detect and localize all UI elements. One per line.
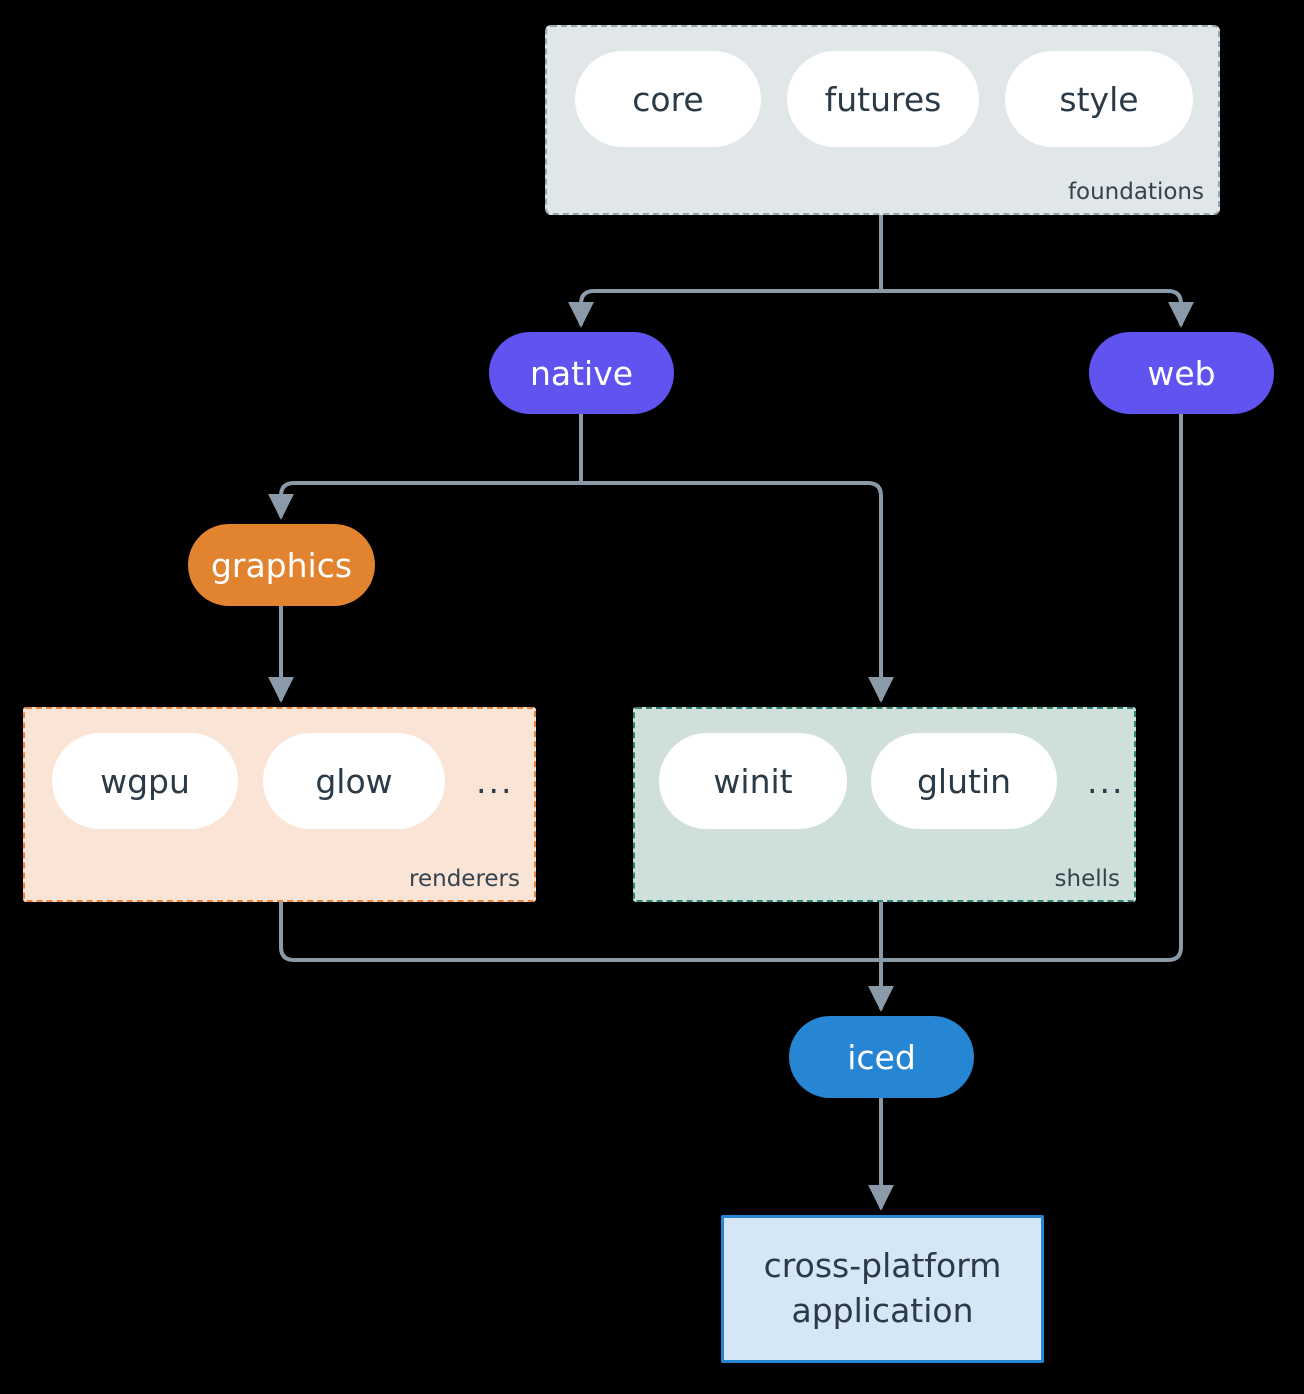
- shells-chip-row: winit glutin ...: [659, 733, 1130, 829]
- group-foundations: core futures style foundations: [545, 25, 1220, 215]
- chip-core-label: core: [632, 79, 704, 119]
- node-cross-platform-application[interactable]: cross-platform application: [721, 1215, 1044, 1363]
- renderers-ellipsis: ...: [476, 761, 514, 801]
- chip-style-label: style: [1059, 79, 1139, 119]
- group-label-shells: shells: [1054, 866, 1120, 892]
- chip-glow[interactable]: glow: [263, 733, 445, 829]
- group-renderers: wgpu glow ... renderers: [23, 707, 536, 902]
- foundations-chip-row: core futures style: [575, 51, 1193, 147]
- chip-glutin[interactable]: glutin: [871, 733, 1057, 829]
- edge-native-to-shells: [579, 481, 894, 703]
- edge-foundations-to-web: [879, 289, 1194, 328]
- application-label-line1: cross-platform: [763, 1246, 1002, 1286]
- chip-wgpu-label: wgpu: [100, 761, 190, 801]
- chip-winit[interactable]: winit: [659, 733, 847, 829]
- edge-renderers-to-iced: [279, 900, 883, 962]
- chip-wgpu[interactable]: wgpu: [52, 733, 238, 829]
- node-native[interactable]: native: [489, 332, 674, 414]
- chip-core[interactable]: core: [575, 51, 761, 147]
- chip-glow-label: glow: [315, 761, 393, 801]
- group-label-foundations: foundations: [1067, 179, 1204, 205]
- chip-futures[interactable]: futures: [787, 51, 979, 147]
- chip-futures-label: futures: [824, 79, 942, 119]
- edge-foundations-to-native: [568, 289, 883, 328]
- renderers-chip-row: wgpu glow ...: [52, 733, 519, 829]
- shells-ellipsis: ...: [1087, 761, 1125, 801]
- node-iced-label: iced: [847, 1037, 916, 1077]
- application-label-line2: application: [791, 1291, 974, 1330]
- chip-winit-label: winit: [713, 761, 793, 801]
- group-shells: winit glutin ... shells: [633, 707, 1136, 902]
- edge-native-to-graphics: [268, 481, 583, 520]
- node-web[interactable]: web: [1089, 332, 1274, 414]
- node-web-label: web: [1147, 353, 1216, 393]
- node-graphics[interactable]: graphics: [188, 524, 375, 606]
- chip-glutin-label: glutin: [916, 761, 1012, 801]
- chip-style[interactable]: style: [1005, 51, 1193, 147]
- node-native-label: native: [529, 353, 634, 393]
- group-label-renderers: renderers: [409, 866, 520, 892]
- node-iced[interactable]: iced: [789, 1016, 974, 1098]
- node-graphics-label: graphics: [210, 545, 353, 585]
